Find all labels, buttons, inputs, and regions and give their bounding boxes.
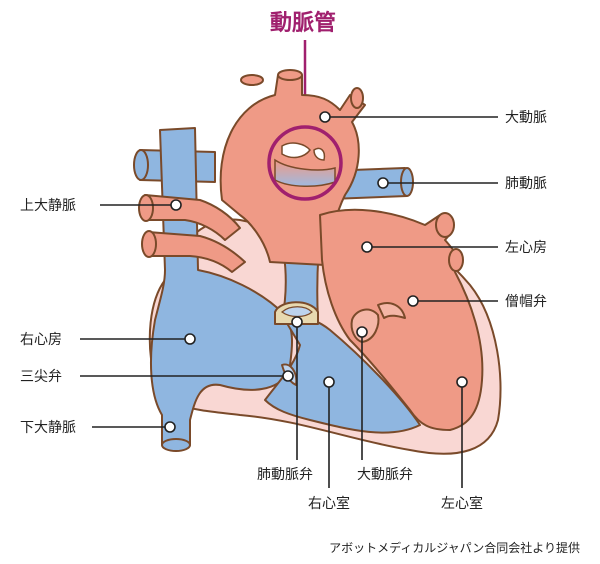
- right-atrium-marker: [184, 333, 196, 345]
- pulmonary-valve-marker: [291, 316, 303, 328]
- label-mitral-valve: 僧帽弁: [505, 294, 547, 310]
- label-aorta: 大動脈: [505, 110, 547, 126]
- aorta-branch-opening: [240, 74, 264, 86]
- ductus-opening: [313, 147, 326, 161]
- label-pulmonary-valve: 肺動脈弁: [257, 467, 313, 483]
- mitral-valve-marker: [407, 295, 419, 307]
- label-aortic-valve: 大動脈弁: [357, 467, 413, 483]
- pulmonary-artery-left-opening: [133, 149, 149, 181]
- pulmonary-vein-opening: [141, 230, 157, 258]
- ivc-marker: [164, 421, 176, 433]
- label-ivc: 下大静脈: [20, 420, 76, 436]
- label-pulmonary-artery: 肺動脈: [505, 176, 547, 192]
- right-ventricle-shape: [264, 316, 421, 434]
- aorta-branch-opening: [350, 87, 364, 109]
- ductus-highlight-circle: [267, 125, 343, 201]
- label-right-ventricle: 右心室: [308, 495, 350, 512]
- pulmonary-vein-opening: [138, 194, 154, 222]
- aorta-branch-opening: [277, 69, 303, 81]
- svc-marker: [170, 199, 182, 211]
- mitral-valve-leaflet: [377, 302, 406, 319]
- label-svc: 上大静脈: [20, 198, 76, 214]
- left-atrium-marker: [361, 241, 373, 253]
- pulmonary-vein-opening: [448, 248, 464, 272]
- label-left-ventricle: 左心室: [441, 495, 483, 512]
- diagram-title: 動脈管: [270, 10, 336, 36]
- label-left-atrium: 左心房: [505, 240, 547, 256]
- aortic-valve-marker: [356, 326, 368, 338]
- pulmonary-artery-right-opening: [400, 167, 414, 197]
- pulmonary-valve-leaflet: [281, 306, 313, 318]
- ivc-opening: [161, 438, 191, 452]
- label-right-atrium: 右心房: [20, 332, 62, 348]
- right-pulmonary-vein: [147, 231, 246, 273]
- pulmonary-vein-opening: [435, 212, 455, 238]
- aorta-marker: [319, 111, 331, 123]
- label-tricuspid-valve: 三尖弁: [20, 369, 62, 385]
- right-ventricle-marker: [323, 376, 335, 388]
- pulmonary-artery-marker: [377, 177, 389, 189]
- ductus-opening: [281, 142, 311, 159]
- right-pulmonary-vein: [144, 194, 241, 241]
- left-ventricle-marker: [456, 376, 468, 388]
- tricuspid-valve-marker: [282, 370, 294, 382]
- credit-text: アボットメディカルジャパン合同会社より提供: [329, 540, 580, 555]
